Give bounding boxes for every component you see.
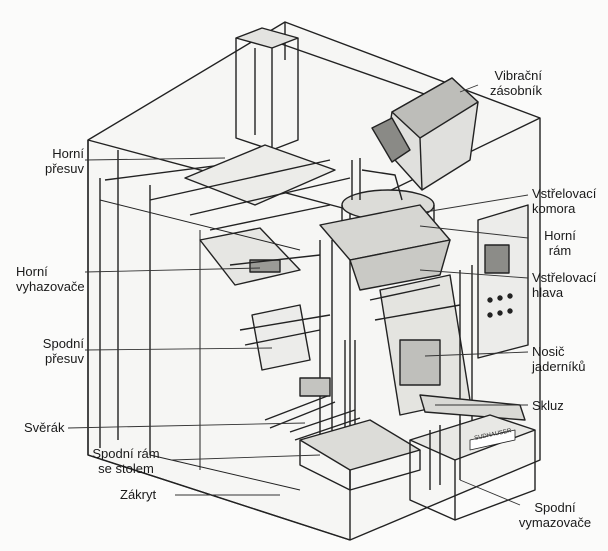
label-line: vymazovače — [518, 515, 592, 530]
label-line: Nosič — [532, 344, 565, 359]
label-line: přesuv — [44, 161, 84, 176]
label-line: se stolem — [98, 461, 154, 476]
label-line: Spodní — [534, 500, 576, 515]
label-line: zásobník — [489, 83, 542, 98]
label-line: Horní — [544, 228, 576, 243]
label-horni-vyhazovace: Horní vyhazovače — [16, 264, 96, 294]
label-line: Vstřelovací — [532, 270, 597, 285]
label-line: rám — [548, 243, 572, 258]
label-sverak: Svěrák — [24, 420, 84, 435]
label-vstrelovaci-komora: Vstřelovací komora — [532, 186, 606, 216]
label-line: přesuv — [44, 351, 84, 366]
label-spodni-ram-se-stolem: Spodní rám se stolem — [82, 446, 170, 476]
label-line: hlava — [532, 285, 564, 300]
enclosure — [99, 199, 301, 491]
label-line: Skluz — [532, 398, 564, 413]
lower-transfer — [239, 304, 331, 371]
label-line: Vibrační — [494, 68, 542, 83]
core-carrier — [369, 274, 471, 416]
vise — [264, 377, 361, 441]
chute — [419, 394, 526, 421]
label-nosic-jaderniku: Nosič jaderníků — [532, 344, 606, 374]
label-vibracni-zasobnik: Vibrační zásobník — [440, 68, 542, 98]
label-line: Spodní — [42, 336, 84, 351]
label-zakryt: Zákryt — [120, 487, 180, 502]
upper-frame-ejectors — [199, 227, 321, 286]
control-panel — [477, 204, 529, 359]
label-skluz: Skluz — [532, 398, 592, 413]
label-horni-presuv: Horní přesuv — [30, 146, 84, 176]
label-line: vyhazovače — [16, 279, 85, 294]
label-line: Horní — [16, 264, 48, 279]
label-spodni-vymazovace: Spodní vymazovače — [512, 500, 598, 530]
upper-transfer — [149, 144, 351, 231]
label-line: Horní — [52, 146, 84, 161]
machine-plate — [469, 429, 516, 451]
label-line: Vstřelovací — [532, 186, 597, 201]
label-line: Svěrák — [24, 420, 65, 435]
lower-frame-table — [299, 419, 421, 491]
top-duct — [235, 27, 299, 151]
label-spodni-presuv: Spodní přesuv — [20, 336, 84, 366]
bottom-unit — [409, 414, 536, 521]
label-line: Zákryt — [120, 487, 157, 502]
label-line: Spodní rám — [92, 446, 160, 461]
leader-lines — [67, 84, 529, 506]
vibration-hopper — [371, 77, 479, 191]
label-line: jaderníků — [532, 359, 586, 374]
label-vstrelovaci-hlava: Vstřelovací hlava — [532, 270, 606, 300]
shooting-chamber — [319, 158, 451, 291]
label-line: komora — [532, 201, 576, 216]
label-horni-ram: Horní rám — [530, 228, 590, 258]
